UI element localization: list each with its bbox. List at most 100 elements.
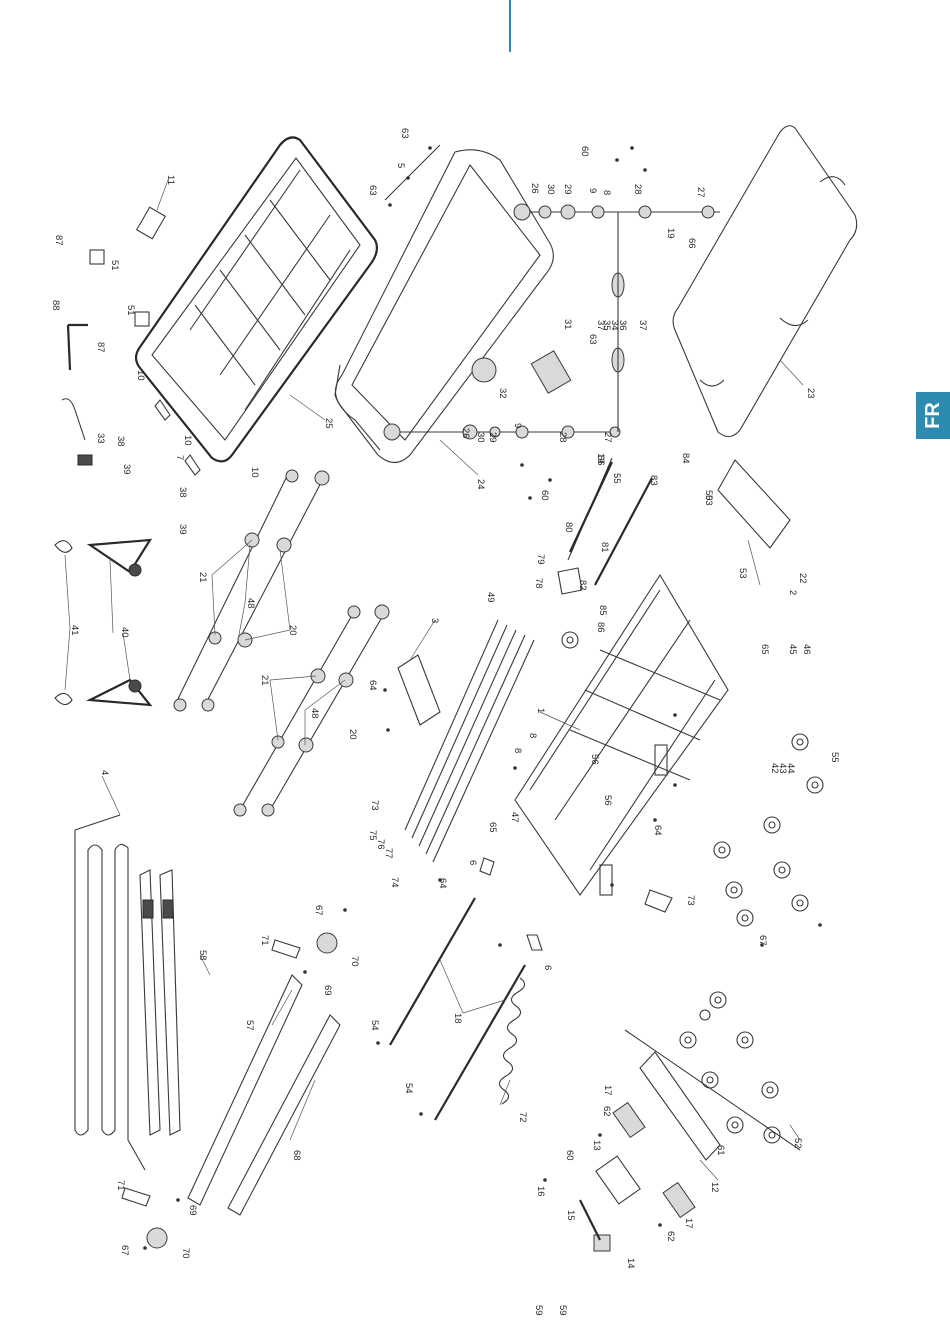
part-13 [595, 1155, 641, 1205]
callout-label-77: 77 [383, 848, 394, 859]
callout-label-67: 67 [119, 1245, 130, 1256]
main-frame-1 [514, 573, 729, 896]
callout-label-28: 28 [632, 184, 643, 195]
callout-label-73: 73 [685, 895, 696, 906]
upper-frame-25 [134, 136, 379, 463]
callout-label-21: 21 [197, 572, 208, 583]
callout-label-61: 61 [715, 1145, 726, 1156]
callout-label-62: 62 [601, 1106, 612, 1117]
running-deck-24 [334, 149, 554, 464]
callout-label-30: 30 [545, 184, 556, 195]
callout-label-70: 70 [180, 1248, 191, 1259]
callout-label-71: 71 [259, 935, 270, 946]
callout-label-23: 23 [805, 388, 816, 399]
callout-label-42: 42 [769, 763, 780, 774]
callout-label-56: 56 [602, 795, 613, 806]
callout-label-22: 22 [797, 573, 808, 584]
callout-label-44: 44 [785, 763, 796, 774]
plate-3 [397, 654, 441, 726]
callout-label-86: 86 [595, 622, 606, 633]
callout-label-40: 40 [119, 627, 130, 638]
callout-label-10: 10 [249, 467, 260, 478]
callout-labels: 1234566788899101010111213141516171718191… [50, 128, 840, 1316]
callout-label-39: 39 [177, 524, 188, 535]
callout-label-82: 82 [577, 580, 588, 591]
top-rule-line [509, 0, 511, 52]
callout-label-70: 70 [349, 956, 360, 967]
bracket-71a [271, 939, 301, 959]
callout-label-75: 75 [367, 830, 378, 841]
callout-label-80: 80 [563, 522, 574, 533]
callout-label-39: 39 [121, 464, 132, 475]
callout-label-8: 8 [601, 190, 612, 195]
callout-label-26: 26 [460, 428, 471, 439]
elevation-frame-22 [717, 459, 791, 549]
tube-57 [187, 974, 303, 1206]
callout-label-45: 45 [787, 644, 798, 655]
callout-label-60: 60 [579, 146, 590, 157]
callout-label-74: 74 [389, 877, 400, 888]
callout-label-34: 34 [609, 320, 620, 331]
callout-label-1: 1 [535, 708, 546, 713]
callout-label-32: 32 [497, 388, 508, 399]
callout-label-87: 87 [53, 235, 64, 246]
end-cap-70b [146, 1227, 168, 1249]
end-cap-70a [316, 932, 338, 954]
callout-label-13: 13 [591, 1140, 602, 1151]
callout-label-6: 6 [542, 965, 553, 970]
callout-label-50: 50 [703, 490, 714, 501]
callout-label-71: 71 [115, 1180, 126, 1191]
callout-label-64: 64 [367, 680, 378, 691]
callout-label-28: 28 [557, 432, 568, 443]
callout-label-43: 43 [777, 763, 788, 774]
callout-label-67: 67 [757, 935, 768, 946]
callout-label-24: 24 [475, 479, 486, 490]
callout-label-20: 20 [287, 625, 298, 636]
callout-label-46: 46 [801, 644, 812, 655]
callout-label-64: 64 [437, 878, 448, 889]
callout-label-64: 64 [652, 825, 663, 836]
handle-40a [86, 538, 153, 574]
callout-label-17: 17 [602, 1085, 613, 1096]
callout-label-27: 27 [602, 432, 613, 443]
callout-label-63: 63 [587, 334, 598, 345]
wheel-cluster-lower [679, 991, 781, 1144]
callout-label-29: 29 [487, 432, 498, 443]
tube-68 [227, 1014, 341, 1216]
handle-40b [85, 678, 153, 707]
callout-label-35: 35 [601, 320, 612, 331]
rod-bundle [404, 619, 535, 863]
callout-label-59: 59 [533, 1305, 544, 1316]
callout-label-63: 63 [399, 128, 410, 139]
callout-label-60: 60 [539, 490, 550, 501]
callout-label-56: 56 [589, 754, 600, 765]
screw-rod-81 [594, 477, 653, 586]
callout-label-76: 76 [375, 839, 386, 850]
callout-label-51: 51 [125, 305, 136, 316]
callout-label-3: 3 [429, 618, 440, 623]
callout-label-37: 37 [637, 320, 648, 331]
wheel-cluster-right [561, 631, 824, 927]
language-tab [916, 392, 950, 439]
callout-label-15: 15 [565, 1210, 576, 1221]
callout-label-73: 73 [369, 800, 380, 811]
callout-label-55: 55 [611, 473, 622, 484]
callout-label-54: 54 [403, 1083, 414, 1094]
bar-18b [434, 964, 526, 1121]
motor-31 [530, 350, 572, 394]
callout-label-5: 5 [395, 163, 406, 168]
belt-23 [672, 125, 858, 438]
callout-label-30: 30 [475, 432, 486, 443]
callout-label-16: 16 [535, 1186, 546, 1197]
callout-label-19: 19 [665, 228, 676, 239]
callout-label-29: 29 [562, 184, 573, 195]
callout-label-11: 11 [165, 175, 176, 185]
callout-label-87: 87 [95, 342, 106, 353]
callout-label-31: 31 [562, 319, 573, 330]
callout-label-49: 49 [485, 592, 496, 603]
callout-label-72: 72 [517, 1112, 528, 1123]
callout-label-59: 59 [557, 1305, 568, 1316]
callout-label-69: 69 [322, 985, 333, 996]
callout-label-8: 8 [527, 733, 538, 738]
